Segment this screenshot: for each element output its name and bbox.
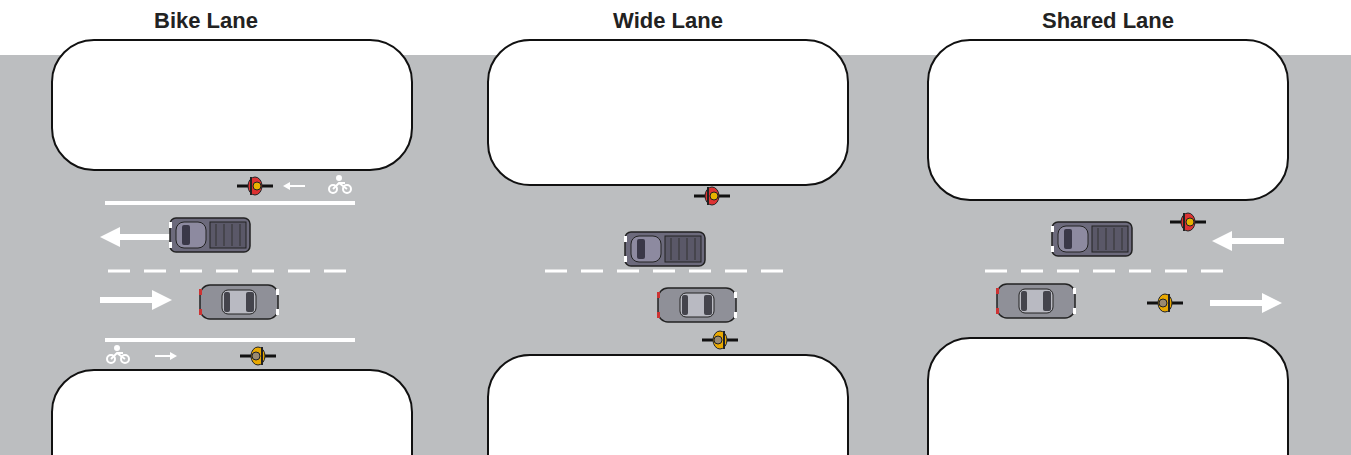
panel-heading: Bike Lane [154, 8, 258, 34]
panel-heading: Shared Lane [1042, 8, 1174, 34]
panel-heading: Wide Lane [613, 8, 723, 34]
